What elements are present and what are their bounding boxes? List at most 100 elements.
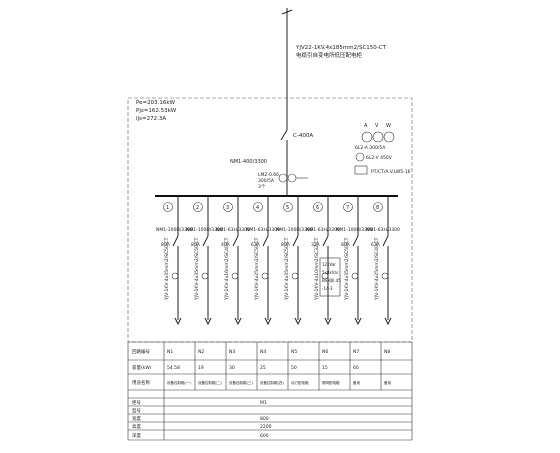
feeder-breaker-model: NM1-63H/3300 bbox=[366, 227, 400, 233]
meter-top-label: V bbox=[375, 123, 379, 129]
meter-label-1: 6L2-A 300/5A bbox=[355, 145, 386, 151]
current-transformer-icon bbox=[278, 173, 288, 183]
incoming-tick bbox=[281, 9, 293, 15]
feeder-ct-icon bbox=[351, 272, 359, 280]
table-circuit-code: N7 bbox=[353, 349, 359, 355]
feeder-number: 2 bbox=[196, 205, 199, 211]
feeder-cable-spec: YJV-1KV-4x10mm2/SC32-CT bbox=[314, 237, 320, 301]
feeder-number: 4 bbox=[256, 205, 259, 211]
table-circuit-code: N2 bbox=[198, 349, 204, 355]
feeder-ct-icon bbox=[261, 272, 269, 280]
feeder-breaker-blade bbox=[322, 235, 329, 247]
feeder-number: 3 bbox=[226, 205, 229, 211]
table-capacity: 15 bbox=[322, 365, 328, 371]
table-usage-name: 设备控制箱(三) bbox=[229, 380, 253, 385]
feeder-breaker-model: NM1-63H/3300 bbox=[246, 227, 280, 233]
feeder-number-circle bbox=[163, 202, 173, 212]
voltmeter-icon bbox=[355, 152, 365, 162]
table-row-label: 容量(kW) bbox=[132, 364, 152, 371]
meter-icon bbox=[361, 131, 373, 143]
capacitor-line-1: 12kVar bbox=[322, 262, 336, 267]
feeder-breaker-blade bbox=[262, 235, 269, 247]
feeder-breaker-model: NM1-100H/3300 bbox=[156, 227, 193, 233]
table-bottom-label: 宽度 bbox=[132, 415, 141, 422]
load-summary-ijs: Ijs=272.3A bbox=[136, 116, 166, 122]
feeder-arrow-icon bbox=[234, 317, 242, 326]
feeder-cable-spec: YJV-1KV-4x16mm2/SC40-CT bbox=[224, 237, 230, 301]
feeder-ct-icon bbox=[201, 272, 209, 280]
table-circuit-code: N5 bbox=[291, 349, 297, 355]
capacitor-box bbox=[319, 257, 341, 297]
table-capacity: 30 bbox=[229, 365, 235, 371]
table-usage-name: 设备控制箱(二) bbox=[198, 380, 222, 385]
table-capacity: 25 bbox=[260, 365, 266, 371]
table-usage-name: 设备控制箱(一) bbox=[167, 380, 191, 385]
ct-label-3: 3个 bbox=[258, 184, 266, 190]
capacitor-line-3: BSMJ0.45 bbox=[322, 278, 341, 283]
feeder-arrow-icon bbox=[264, 317, 272, 326]
feeder-number: 6 bbox=[316, 205, 319, 211]
ct-label-1: LMZ-0.66 bbox=[258, 172, 279, 178]
feeder-cable-spec: YJV-1KV-4x25mm2/SC40-CT bbox=[374, 237, 380, 301]
feeder-cable-spec: YJV-1KV-4x35mm2/SC50-CT bbox=[194, 237, 200, 301]
feeder-arrow-icon bbox=[384, 317, 392, 326]
table-circuit-code: N8 bbox=[384, 349, 390, 355]
table-circuit-code: N3 bbox=[229, 349, 235, 355]
meter-box-icon bbox=[354, 165, 368, 175]
feeder-breaker-model: NM1-100H/3300 bbox=[336, 227, 373, 233]
main-breaker-model: NM1-400/3300 bbox=[230, 159, 267, 165]
load-summary-pjs: Pjs=162.53kW bbox=[136, 108, 177, 114]
feeder-number-circle bbox=[193, 202, 203, 212]
feeder-ct-icon bbox=[321, 272, 329, 280]
feeder-number: 1 bbox=[166, 205, 169, 211]
feeder-ct-icon bbox=[171, 272, 179, 280]
feeder-breaker-model: NM1-63H/3300 bbox=[216, 227, 250, 233]
feeder-rating: 32A bbox=[311, 242, 321, 248]
table-bottom-value: 600 bbox=[260, 433, 269, 439]
table-usage-name: 备用 bbox=[353, 380, 361, 385]
table-capacity: 54.58 bbox=[167, 365, 180, 371]
feeder-breaker-blade bbox=[172, 235, 179, 247]
feeder-number: 7 bbox=[346, 205, 349, 211]
table-usage-name: 照明配电箱 bbox=[322, 380, 340, 385]
feeder-number: 5 bbox=[286, 205, 289, 211]
table-bottom-value: 2200 bbox=[260, 424, 272, 430]
feeder-rating: 63A bbox=[371, 242, 381, 248]
current-transformer-icon bbox=[287, 173, 297, 183]
feeder-cable-spec: YJV-1KV-4x35mm2/SC50-CT bbox=[284, 237, 290, 301]
feeder-group: 1NM1-100H/330080AYJV-1KV-4x35mm2/SC50-CT… bbox=[156, 196, 400, 326]
table-circuit-code: N6 bbox=[322, 349, 328, 355]
feeder-ct-icon bbox=[231, 272, 239, 280]
table-capacity: 19 bbox=[198, 365, 204, 371]
table-bottom-label: 深度 bbox=[132, 432, 141, 439]
capacitor-line-4: -14-3 bbox=[322, 286, 333, 291]
meter-icon bbox=[372, 131, 384, 143]
feeder-number-circle bbox=[313, 202, 323, 212]
table-usage-name: 设备控制箱(四) bbox=[260, 380, 284, 385]
feeder-number-circle bbox=[373, 202, 383, 212]
feeder-rating: 80A bbox=[341, 242, 351, 248]
feeder-cable-spec: YJV-1KV-4x35mm2/SC50-CT bbox=[344, 237, 350, 301]
feeder-cable-spec: YJV-1KV-4x35mm2/SC50-CT bbox=[164, 237, 170, 301]
ct-label-2: 300/5A bbox=[258, 178, 275, 184]
feeder-ct-icon bbox=[291, 272, 299, 280]
feeder-breaker-model: NM1-100H/3300 bbox=[276, 227, 313, 233]
feeder-breaker-blade bbox=[352, 235, 359, 247]
feeder-cable-spec: YJV-1KV-4x25mm2/SC50-CT bbox=[254, 237, 260, 301]
feeder-rating: 80A bbox=[281, 242, 291, 248]
feeder-rating: 80A bbox=[161, 242, 171, 248]
incoming-cable-note: 电缆引自变电所低压配电柜 bbox=[296, 51, 363, 59]
table-bottom-label: 高度 bbox=[132, 423, 141, 430]
feeder-breaker-blade bbox=[382, 235, 389, 247]
feeder-number-circle bbox=[343, 202, 353, 212]
table-circuit-code: N1 bbox=[167, 349, 173, 355]
feeder-ct-icon bbox=[381, 272, 389, 280]
table-usage-name: 备用 bbox=[384, 380, 392, 385]
table-bottom-value: M1 bbox=[260, 400, 267, 406]
panel-boundary bbox=[127, 97, 413, 343]
feeder-rating: 80A bbox=[191, 242, 201, 248]
schedule-table bbox=[127, 341, 413, 441]
feeder-number-circle bbox=[283, 202, 293, 212]
capacitor-line-2: 5x8kVar bbox=[322, 270, 339, 275]
